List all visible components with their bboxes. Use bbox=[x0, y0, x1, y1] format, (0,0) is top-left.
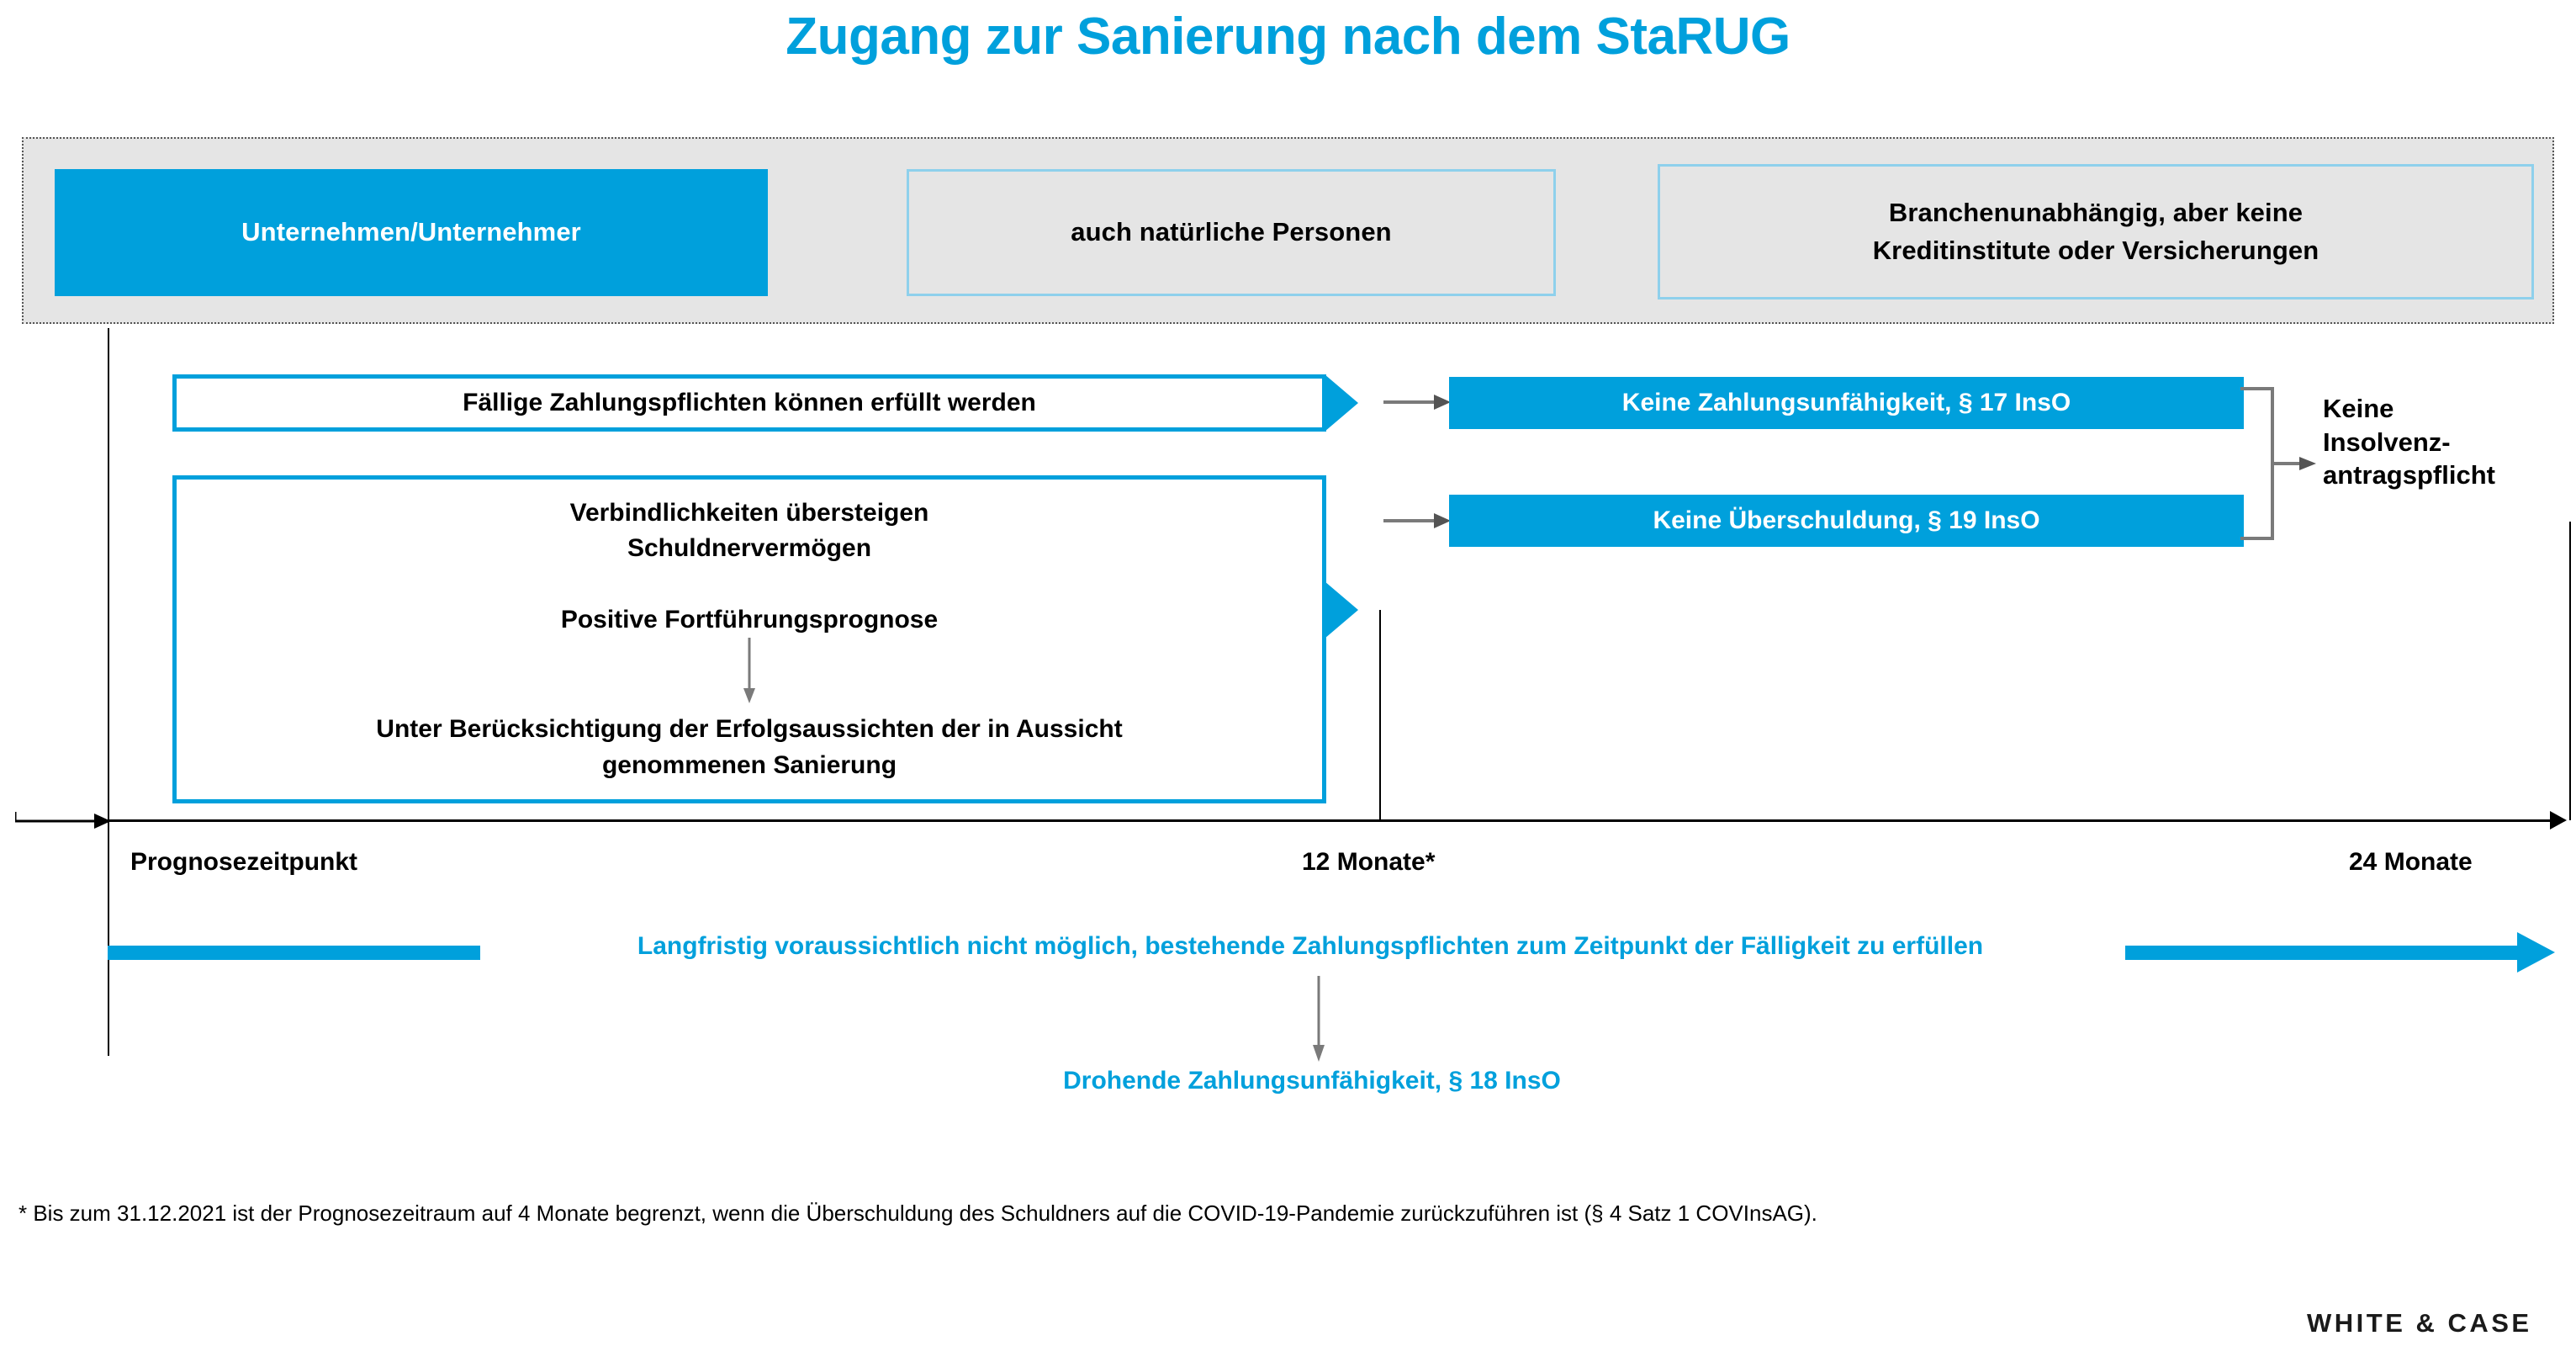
result-box-keine-ueberschuldung[interactable]: Keine Überschuldung, § 19 InsO bbox=[1449, 495, 2244, 547]
conclusion-line-2: Insolvenz- bbox=[2323, 427, 2451, 457]
chevron-line-2: Schuldnervermögen bbox=[627, 534, 872, 563]
chevron-tip-icon bbox=[1325, 581, 1358, 639]
blue-bar-arrowhead-icon bbox=[2517, 932, 2555, 973]
timeline-entry-arrow-icon bbox=[15, 812, 111, 829]
criteria-chevron-zahlungspflichten[interactable]: Fällige Zahlungspflichten können erfüllt… bbox=[172, 374, 1358, 432]
banner-box-line-1: Branchenunabhängig, aber keine bbox=[1888, 197, 2304, 227]
banner-box-line-2: Kreditinstitute oder Versicherungen bbox=[1872, 235, 2319, 265]
result-box-keine-zahlungsunfaehigkeit[interactable]: Keine Zahlungsunfähigkeit, § 17 InsO bbox=[1449, 377, 2244, 429]
timeline-tick-24-monate bbox=[2569, 522, 2571, 820]
blue-bar-right-segment bbox=[2125, 946, 2520, 960]
blue-bar-caption: Langfristig voraussichtlich nicht möglic… bbox=[637, 932, 1984, 960]
timeline-axis bbox=[108, 819, 2555, 822]
chevron-down-arrow-icon bbox=[177, 638, 1322, 712]
timeline-tick-12-monate bbox=[1379, 610, 1381, 820]
conclusion-line-1: Keine bbox=[2323, 394, 2394, 423]
timeline-tick-prognosezeitpunkt bbox=[108, 328, 109, 1056]
banner-box-natuerliche-personen[interactable]: auch natürliche Personen bbox=[907, 169, 1556, 296]
chevron-line-1: Verbindlichkeiten übersteigen bbox=[569, 498, 929, 527]
drohende-zahlungsunfaehigkeit-label: Drohende Zahlungsunfähigkeit, § 18 InsO bbox=[1063, 1067, 1561, 1095]
timeline-label-prognosezeitpunkt: Prognosezeitpunkt bbox=[130, 848, 358, 876]
chevron-body: Verbindlichkeiten übersteigen Schuldnerv… bbox=[172, 475, 1326, 803]
debtor-scope-banner: Unternehmen/Unternehmer auch natürliche … bbox=[22, 137, 2554, 324]
banner-box-branchenunabhaengig[interactable]: Branchenunabhängig, aber keine Kreditins… bbox=[1658, 164, 2534, 299]
banner-box-label: auch natürliche Personen bbox=[1071, 217, 1392, 247]
banner-box-label-multiline: Branchenunabhängig, aber keine Kreditins… bbox=[1873, 194, 2319, 270]
chevron-tip-icon bbox=[1325, 374, 1358, 432]
timeline-label-12-monate: 12 Monate* bbox=[1302, 848, 1436, 876]
chevron-label: Fällige Zahlungspflichten können erfüllt… bbox=[463, 389, 1036, 416]
bracket-icon bbox=[2240, 387, 2316, 540]
chevron-line-4: Unter Berücksichtigung der Erfolgsaussic… bbox=[376, 715, 1123, 744]
timeline-axis-arrowhead-icon bbox=[2550, 811, 2567, 830]
page-title: Zugang zur Sanierung nach dem StaRUG bbox=[785, 8, 1791, 66]
white-and-case-logo: WHITE & CASE bbox=[2307, 1308, 2532, 1338]
timeline-label-24-monate: 24 Monate bbox=[2349, 848, 2473, 876]
chevron-line-3: Positive Fortführungsprognose bbox=[560, 605, 939, 633]
chevron-body: Fällige Zahlungspflichten können erfüllt… bbox=[172, 374, 1326, 432]
conclusion-line-3: antragspflicht bbox=[2323, 460, 2495, 490]
chevron-line-5: genommenen Sanierung bbox=[601, 750, 897, 779]
drohend-down-arrow-icon bbox=[1313, 976, 1325, 1062]
blue-bar-left-segment bbox=[108, 946, 480, 960]
result-box-label: Keine Überschuldung, § 19 InsO bbox=[1653, 506, 2040, 534]
connector-arrow-2 bbox=[1383, 513, 1451, 528]
connector-arrow-1 bbox=[1383, 395, 1451, 410]
conclusion-keine-insolvenzantragspflicht: Keine Insolvenz- antragspflicht bbox=[2323, 392, 2567, 492]
banner-box-unternehmen[interactable]: Unternehmen/Unternehmer bbox=[55, 169, 768, 296]
footnote-text: * Bis zum 31.12.2021 ist der Prognosezei… bbox=[19, 1201, 1817, 1226]
banner-box-label: Unternehmen/Unternehmer bbox=[241, 217, 581, 247]
chevron-spacer bbox=[177, 567, 1322, 602]
result-box-label: Keine Zahlungsunfähigkeit, § 17 InsO bbox=[1621, 389, 2071, 416]
criteria-chevron-ueberschuldung[interactable]: Verbindlichkeiten übersteigen Schuldnerv… bbox=[172, 475, 1371, 803]
